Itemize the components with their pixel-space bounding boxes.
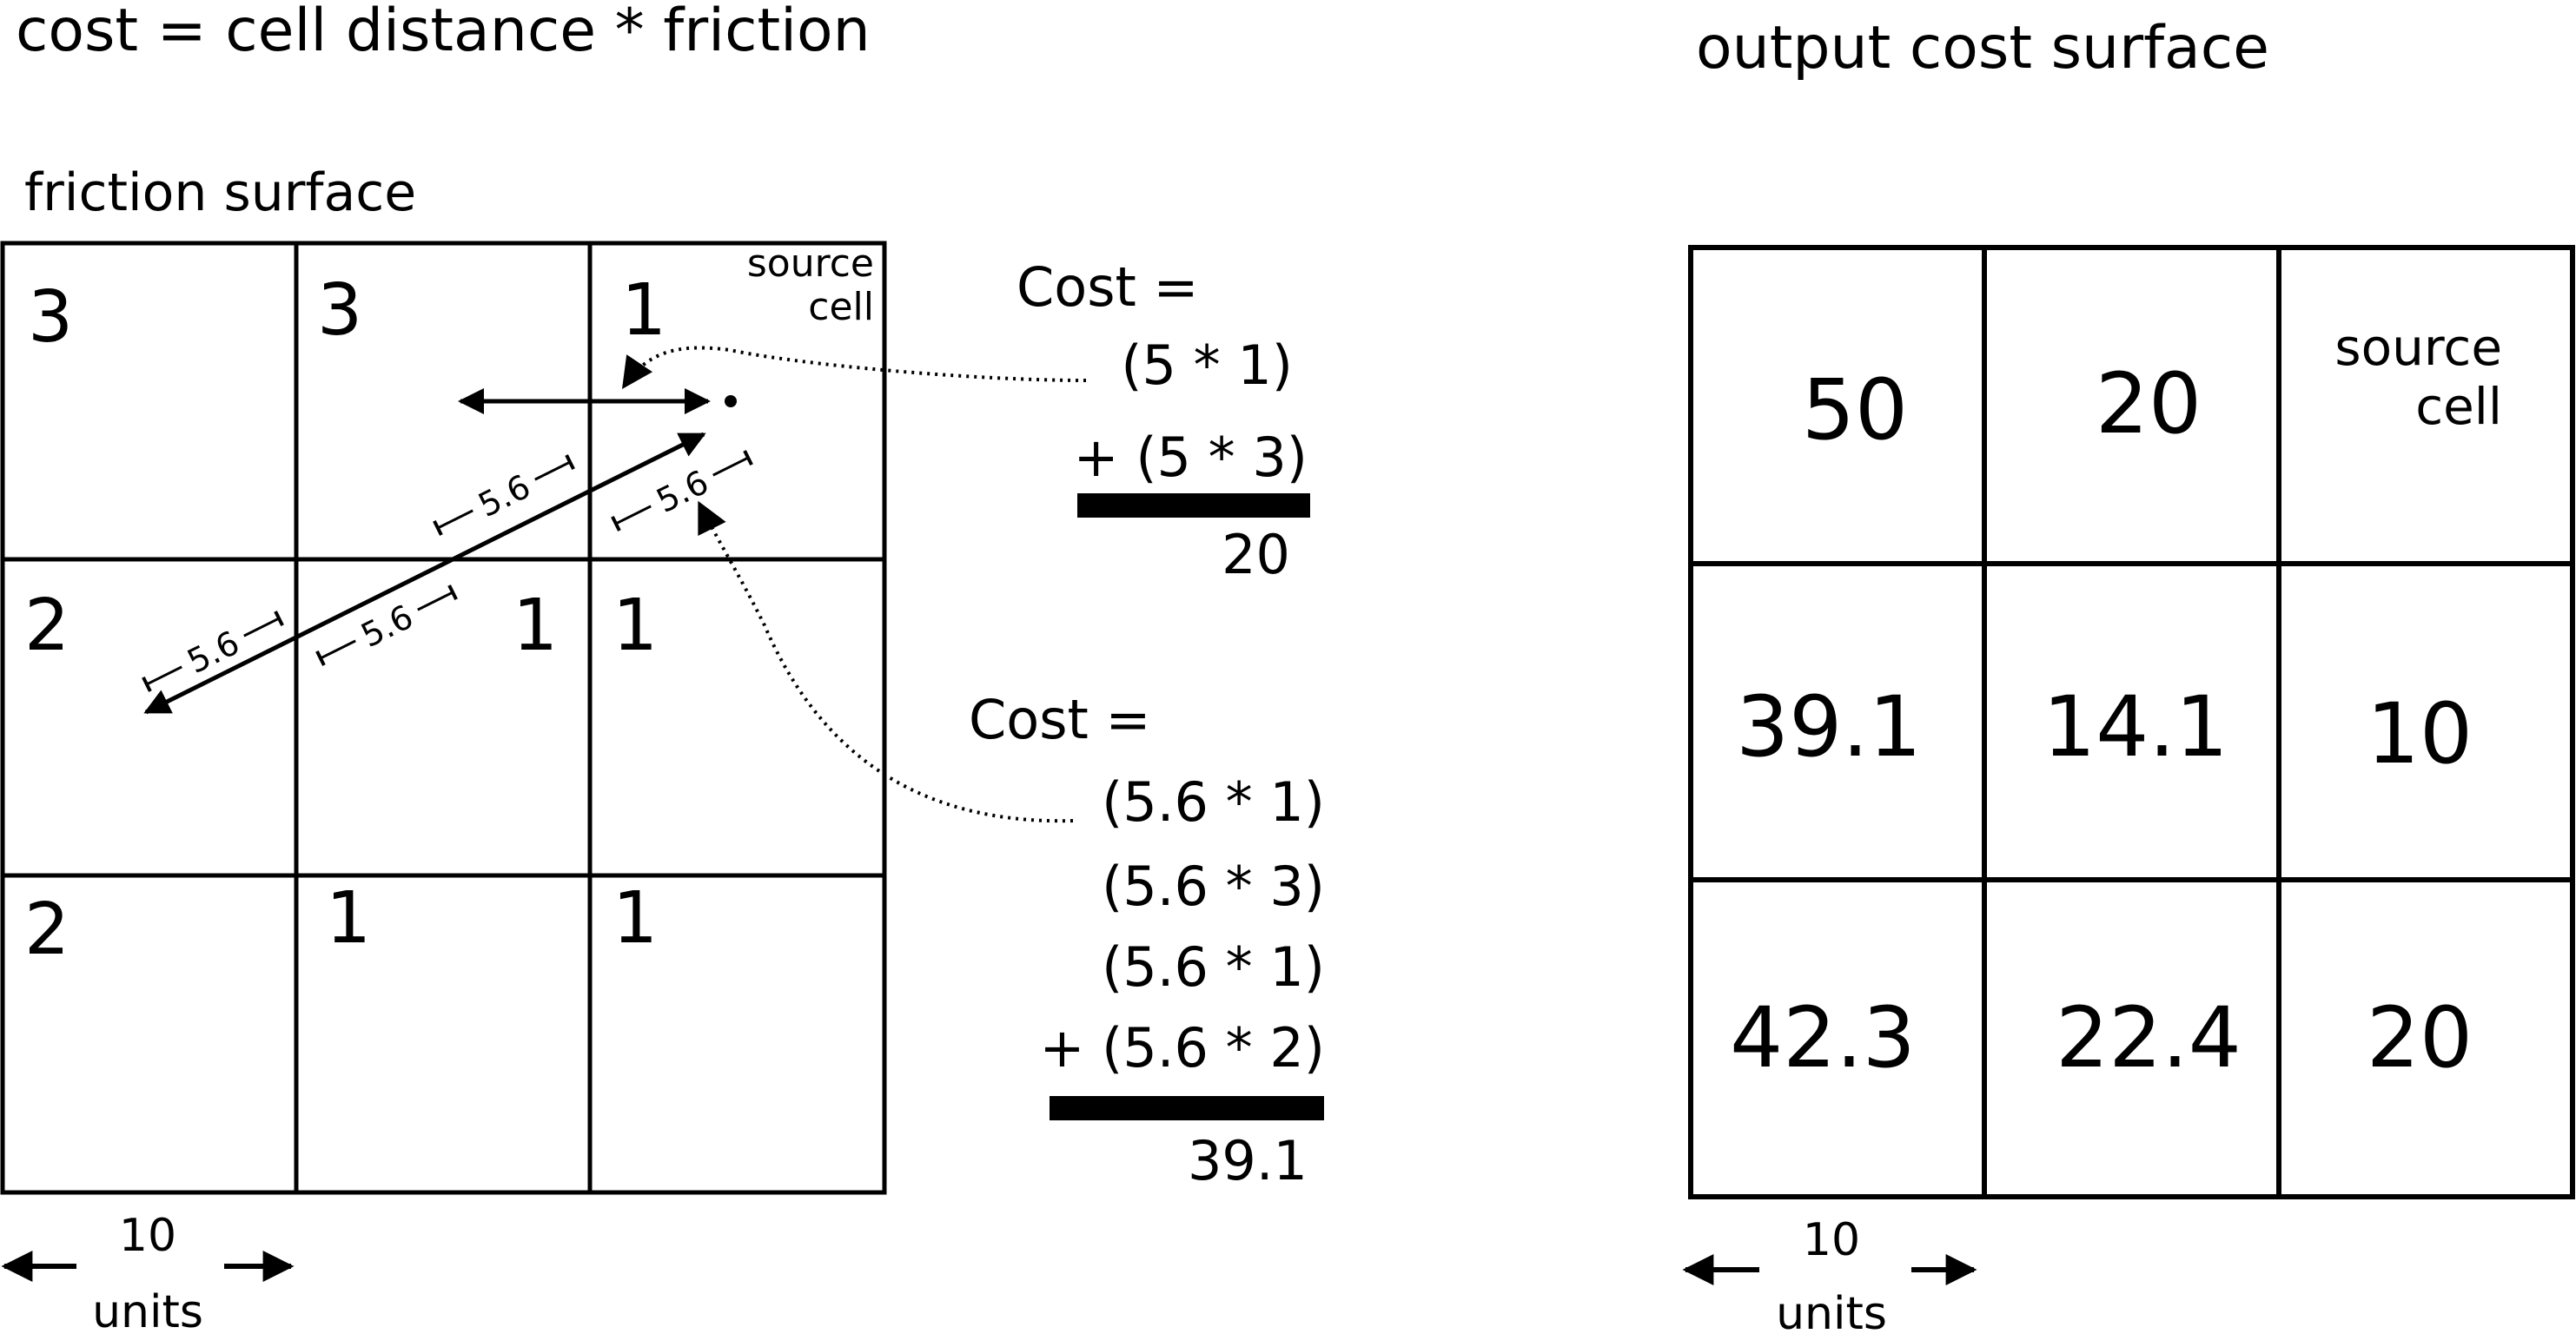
calc-term: + (5.6 * 2) bbox=[1040, 1016, 1326, 1080]
output-grid bbox=[1688, 245, 2575, 1199]
scale-bar-right: 10 units bbox=[1682, 1214, 1977, 1334]
friction-cell: 2 bbox=[24, 888, 70, 971]
output-cell: 22.4 bbox=[2056, 989, 2242, 1086]
output-cell: 14.1 bbox=[2043, 678, 2228, 776]
friction-cell: 1 bbox=[513, 584, 558, 667]
calc-term: + (5 * 3) bbox=[1074, 426, 1308, 489]
output-source-label: source bbox=[2334, 318, 2502, 377]
output-cell: 20 bbox=[2096, 355, 2202, 452]
scale-unit: units bbox=[92, 1286, 203, 1334]
calc-term: (5.6 * 1) bbox=[1102, 935, 1325, 999]
distance-segments: 5.6 5.6 5.6 5.6 bbox=[142, 450, 753, 692]
scale-value: 10 bbox=[119, 1210, 176, 1262]
calc-term: (5 * 1) bbox=[1121, 334, 1293, 397]
callout-curve-2 bbox=[698, 500, 1074, 823]
scale-bar-left: 10 units bbox=[1, 1210, 295, 1334]
output-cell: 10 bbox=[2367, 685, 2473, 783]
output-cell: 42.3 bbox=[1730, 989, 1916, 1086]
friction-cell: 1 bbox=[326, 877, 371, 960]
calc-result: 20 bbox=[1222, 523, 1290, 586]
friction-cell: 3 bbox=[28, 276, 73, 359]
sum-bar bbox=[1077, 493, 1310, 518]
friction-grid bbox=[0, 241, 887, 1195]
friction-cell: 2 bbox=[24, 584, 70, 667]
calc-result: 39.1 bbox=[1188, 1129, 1308, 1192]
calc-label: Cost = bbox=[969, 688, 1151, 751]
output-cell: 39.1 bbox=[1736, 678, 1922, 776]
output-title: output cost surface bbox=[1696, 14, 2269, 83]
distance-segment: 5.6 bbox=[433, 454, 575, 536]
sum-bar bbox=[1050, 1096, 1324, 1120]
friction-cell: 3 bbox=[317, 269, 362, 352]
calc-2: Cost = (5.6 * 1) (5.6 * 3) (5.6 * 1) + (… bbox=[969, 688, 1325, 1192]
friction-source-label: source bbox=[747, 241, 874, 286]
main-title: cost = cell distance * friction bbox=[16, 0, 871, 65]
friction-source-label: cell bbox=[808, 285, 874, 329]
friction-cell: 1 bbox=[613, 584, 658, 667]
friction-cell: 1 bbox=[613, 877, 658, 960]
friction-title: friction surface bbox=[24, 162, 416, 223]
calc-1: Cost = (5 * 1) + (5 * 3) 20 bbox=[1016, 255, 1310, 586]
output-cell: 50 bbox=[1802, 361, 1908, 459]
scale-unit: units bbox=[1776, 1288, 1887, 1334]
calc-term: (5.6 * 1) bbox=[1102, 770, 1325, 834]
friction-values: 3 3 1 2 1 1 2 1 1 bbox=[24, 269, 666, 971]
output-source-label: cell bbox=[2415, 377, 2502, 436]
scale-value: 10 bbox=[1803, 1214, 1860, 1266]
friction-cell: 1 bbox=[621, 269, 666, 352]
output-values: 50 20 39.1 14.1 10 42.3 22.4 20 bbox=[1730, 355, 2473, 1086]
source-point bbox=[725, 395, 737, 407]
callout-curve-1 bbox=[621, 346, 1087, 389]
output-cell: 20 bbox=[2367, 989, 2473, 1086]
calc-label: Cost = bbox=[1016, 255, 1199, 319]
distance-segment: 5.6 bbox=[611, 450, 753, 532]
diagonal-distance-arrow bbox=[143, 432, 706, 715]
calc-term: (5.6 * 3) bbox=[1102, 855, 1325, 918]
